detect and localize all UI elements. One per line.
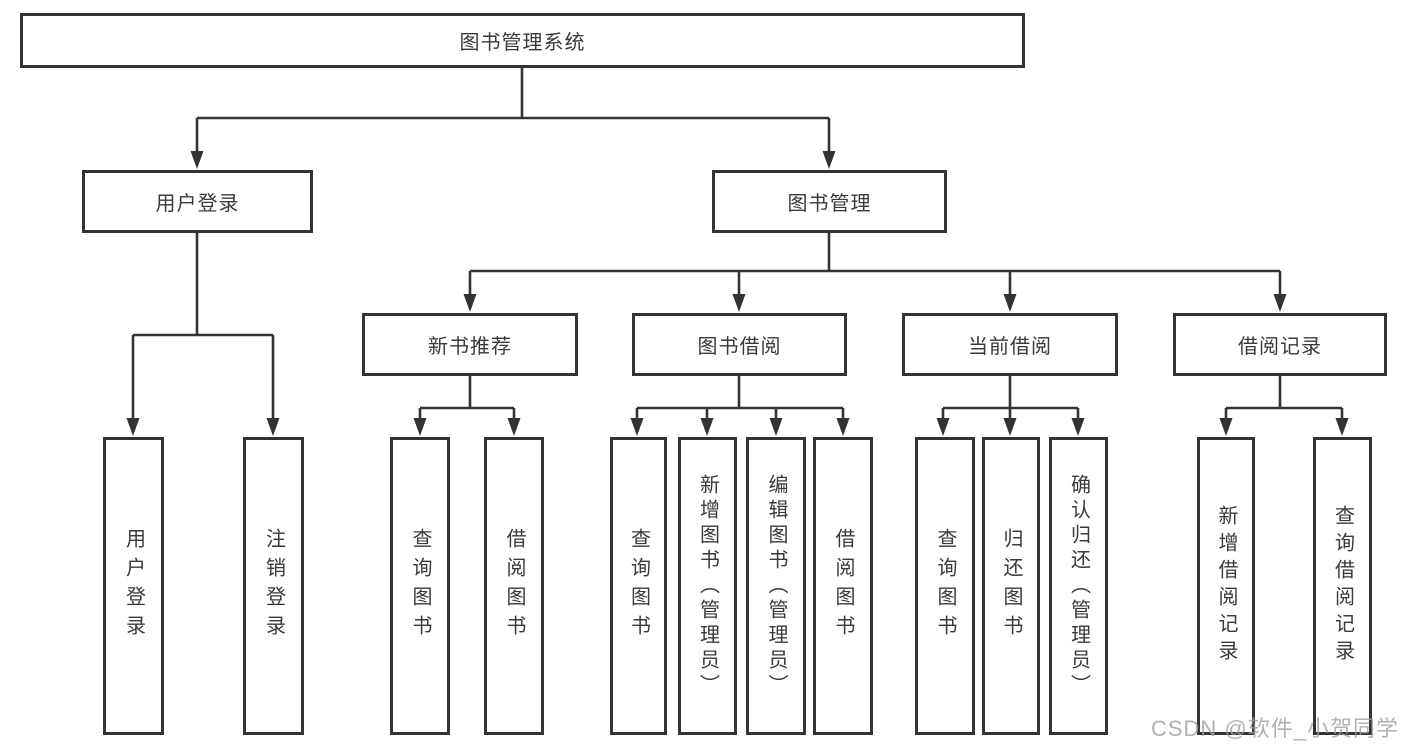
node-root: 图书管理系统 — [20, 13, 1025, 68]
arrowhead — [1219, 418, 1233, 436]
node-current-borrow: 当前借阅 — [902, 313, 1118, 376]
arrowhead — [936, 418, 950, 436]
leaf-query-book-recommend: 查询图书 — [390, 437, 450, 735]
leaf-add-borrow-record: 新增借阅记录 — [1197, 437, 1255, 735]
leaf-confirm-return-admin-label: 确认归还（管理员） — [1067, 473, 1090, 699]
leaf-borrow-book: 借阅图书 — [813, 437, 873, 735]
node-new-book-recommend: 新书推荐 — [362, 313, 578, 376]
edge-borrow-record-split — [1224, 376, 1344, 422]
leaf-add-borrow-record-label: 新增借阅记录 — [1215, 505, 1237, 667]
arrowhead — [700, 418, 714, 436]
arrowhead — [1003, 418, 1017, 436]
leaf-query-borrow-record-label: 查询借阅记录 — [1331, 505, 1354, 667]
edge-root-split — [195, 68, 831, 155]
arrowhead — [190, 151, 204, 169]
arrowhead — [413, 418, 427, 436]
node-book-management-label: 图书管理 — [787, 193, 872, 215]
node-root-label: 图书管理系统 — [459, 32, 586, 54]
leaf-user-login-label: 用户登录 — [122, 528, 145, 644]
leaf-logout: 注销登录 — [243, 437, 304, 735]
leaf-edit-book-admin: 编辑图书（管理员） — [746, 437, 806, 735]
leaf-query-borrow-record: 查询借阅记录 — [1313, 437, 1372, 735]
node-book-borrow-label: 图书借阅 — [697, 336, 782, 358]
leaf-return-book: 归还图书 — [982, 437, 1040, 735]
leaf-query-book-borrow-label: 查询图书 — [627, 528, 650, 644]
edge-new-book-split — [418, 376, 516, 422]
arrowhead — [1071, 418, 1085, 436]
edge-book-mgmt-split — [468, 233, 1282, 298]
leaf-query-book-borrow: 查询图书 — [610, 437, 667, 735]
leaf-add-book-admin: 新增图书（管理员） — [678, 437, 737, 735]
arrowhead — [822, 151, 836, 169]
edge-user-login-split — [131, 233, 275, 422]
leaf-borrow-book-recommend: 借阅图书 — [484, 437, 544, 735]
node-new-book-recommend-label: 新书推荐 — [428, 336, 512, 358]
arrowhead — [630, 418, 644, 436]
arrowhead — [266, 418, 280, 436]
leaf-borrow-book-label: 借阅图书 — [832, 528, 854, 644]
arrowhead — [463, 294, 477, 312]
arrowhead — [732, 294, 746, 312]
arrowhead — [507, 418, 521, 436]
arrowhead — [836, 418, 850, 436]
leaf-return-book-label: 归还图书 — [1000, 528, 1022, 644]
edge-current-borrow-split — [941, 376, 1080, 422]
leaf-query-book-current: 查询图书 — [915, 437, 975, 735]
node-book-management: 图书管理 — [712, 170, 947, 233]
leaf-user-login: 用户登录 — [103, 437, 164, 735]
node-book-borrow: 图书借阅 — [632, 313, 847, 376]
arrowhead — [769, 418, 783, 436]
node-user-login: 用户登录 — [82, 170, 313, 233]
edge-book-borrow-split — [635, 376, 845, 422]
node-user-login-label: 用户登录 — [155, 193, 240, 215]
arrowhead — [1273, 294, 1287, 312]
arrowhead — [1335, 418, 1349, 436]
csdn-watermark: CSDN @软件_小贺同学 — [1150, 716, 1399, 741]
leaf-query-book-recommend-label: 查询图书 — [409, 528, 431, 644]
leaf-borrow-book-recommend-label: 借阅图书 — [503, 528, 525, 644]
leaf-confirm-return-admin: 确认归还（管理员） — [1049, 437, 1108, 735]
leaf-logout-label: 注销登录 — [262, 528, 285, 644]
node-borrow-record: 借阅记录 — [1173, 313, 1387, 376]
arrowhead — [1003, 294, 1017, 312]
leaf-edit-book-admin-label: 编辑图书（管理员） — [765, 473, 787, 699]
node-current-borrow-label: 当前借阅 — [968, 336, 1052, 358]
node-borrow-record-label: 借阅记录 — [1238, 336, 1322, 358]
leaf-query-book-current-label: 查询图书 — [934, 528, 956, 644]
leaf-add-book-admin-label: 新增图书（管理员） — [696, 473, 719, 699]
arrowhead — [126, 418, 140, 436]
